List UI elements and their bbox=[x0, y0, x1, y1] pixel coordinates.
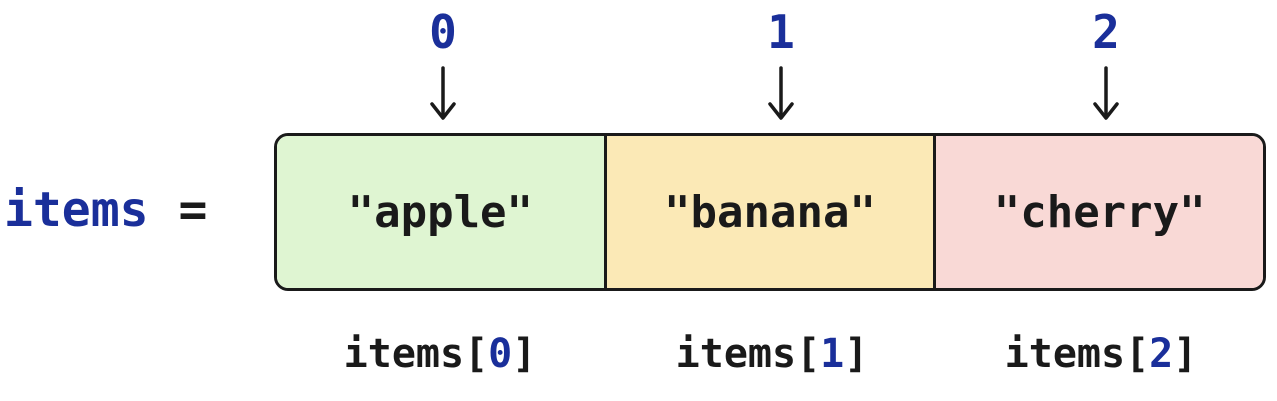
access-suffix: ] bbox=[844, 331, 869, 377]
index-number-2: 2 bbox=[1092, 5, 1120, 59]
down-arrow-icon bbox=[1093, 66, 1119, 120]
array-cell-1: "banana" bbox=[603, 136, 934, 288]
equals-sign: = bbox=[178, 182, 208, 238]
cell-value: "banana" bbox=[664, 186, 876, 238]
access-prefix: items[ bbox=[675, 331, 821, 377]
access-suffix: ] bbox=[512, 331, 537, 377]
cell-value: "apple" bbox=[347, 186, 534, 238]
cell-value: "cherry" bbox=[993, 186, 1206, 238]
access-prefix: items[ bbox=[343, 331, 489, 377]
variable-assignment: items = bbox=[4, 178, 207, 242]
access-index: 1 bbox=[820, 331, 845, 377]
index-number-1: 1 bbox=[767, 5, 795, 59]
access-expression-2: items[2] bbox=[951, 328, 1251, 380]
down-arrow-icon bbox=[768, 66, 794, 120]
access-index: 0 bbox=[488, 331, 513, 377]
index-number-0: 0 bbox=[429, 5, 457, 59]
access-suffix: ] bbox=[1173, 331, 1198, 377]
variable-name: items bbox=[4, 182, 149, 238]
down-arrow-icon bbox=[430, 66, 456, 120]
access-prefix: items[ bbox=[1004, 331, 1150, 377]
access-expression-0: items[0] bbox=[290, 328, 590, 380]
array-box: "apple" "banana" "cherry" bbox=[274, 133, 1266, 291]
access-index: 2 bbox=[1149, 331, 1174, 377]
access-expression-1: items[1] bbox=[622, 328, 922, 380]
array-cell-0: "apple" bbox=[277, 136, 604, 288]
array-cell-2: "cherry" bbox=[933, 136, 1263, 288]
